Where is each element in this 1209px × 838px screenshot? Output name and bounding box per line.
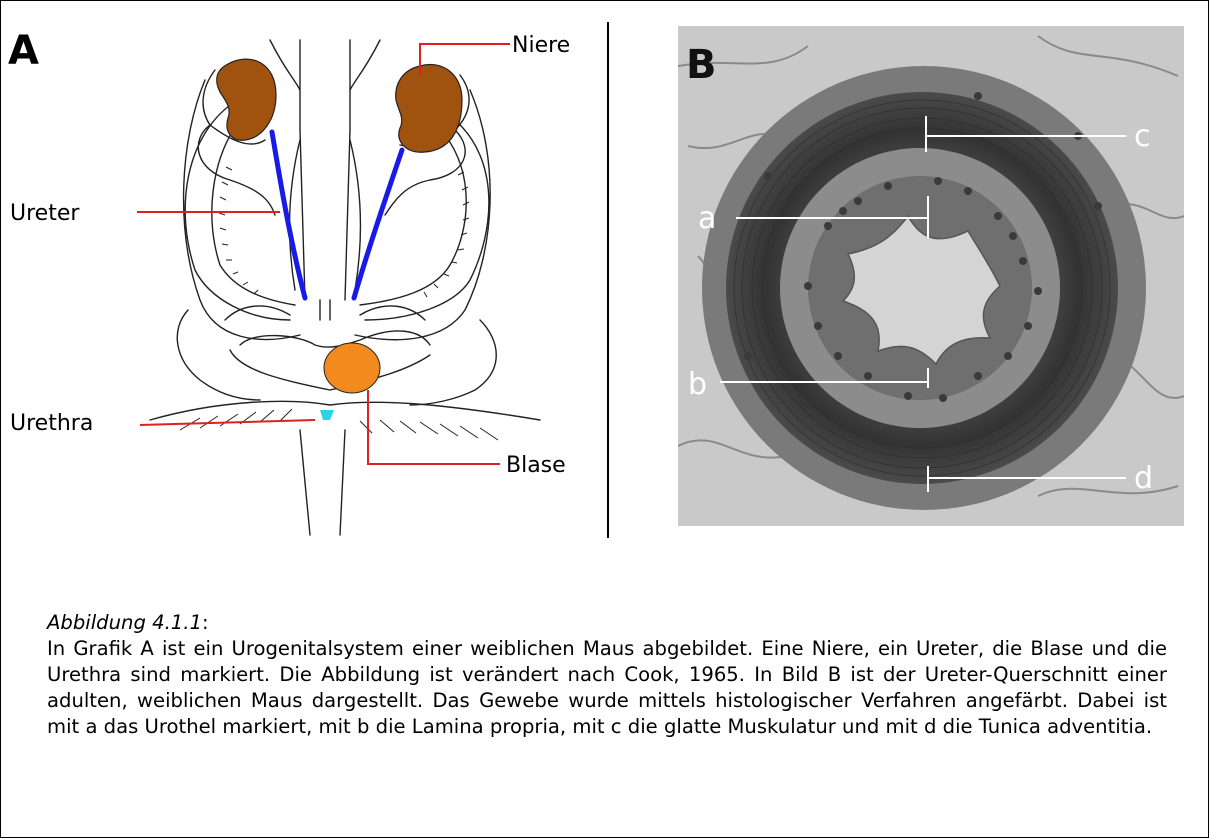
- label-a: a: [698, 201, 716, 236]
- figure-caption: Abbildung 4.1.1: In Grafik A ist ein Uro…: [47, 610, 1167, 740]
- label-d: d: [1134, 461, 1153, 496]
- label-b: b: [688, 367, 707, 402]
- label-urethra: Urethra: [10, 411, 93, 436]
- mouse-body-outline: [150, 40, 540, 535]
- label-c: c: [1134, 119, 1151, 154]
- panel-b-letter: B: [686, 42, 717, 88]
- label-niere: Niere: [512, 33, 570, 58]
- left-kidney-shape: [217, 59, 276, 140]
- urethra-shape: [320, 410, 334, 420]
- panel-a-letter: A: [8, 28, 39, 74]
- right-ureter-line: [354, 150, 402, 298]
- left-ureter-line: [272, 132, 305, 298]
- panel-a-urogenital-drawing: A: [0, 0, 620, 540]
- caption-title: Abbildung 4.1.1: [47, 611, 202, 634]
- right-kidney-shape: [396, 64, 462, 152]
- label-blase: Blase: [506, 453, 566, 478]
- panel-b-ureter-cross-section: B c a b d: [678, 26, 1184, 526]
- caption-text: In Grafik A ist ein Urogenitalsystem ein…: [47, 636, 1167, 740]
- panel-divider: [607, 22, 609, 538]
- label-ureter: Ureter: [10, 201, 80, 226]
- bladder-shape: [324, 343, 380, 393]
- caption-title-colon: :: [202, 611, 209, 634]
